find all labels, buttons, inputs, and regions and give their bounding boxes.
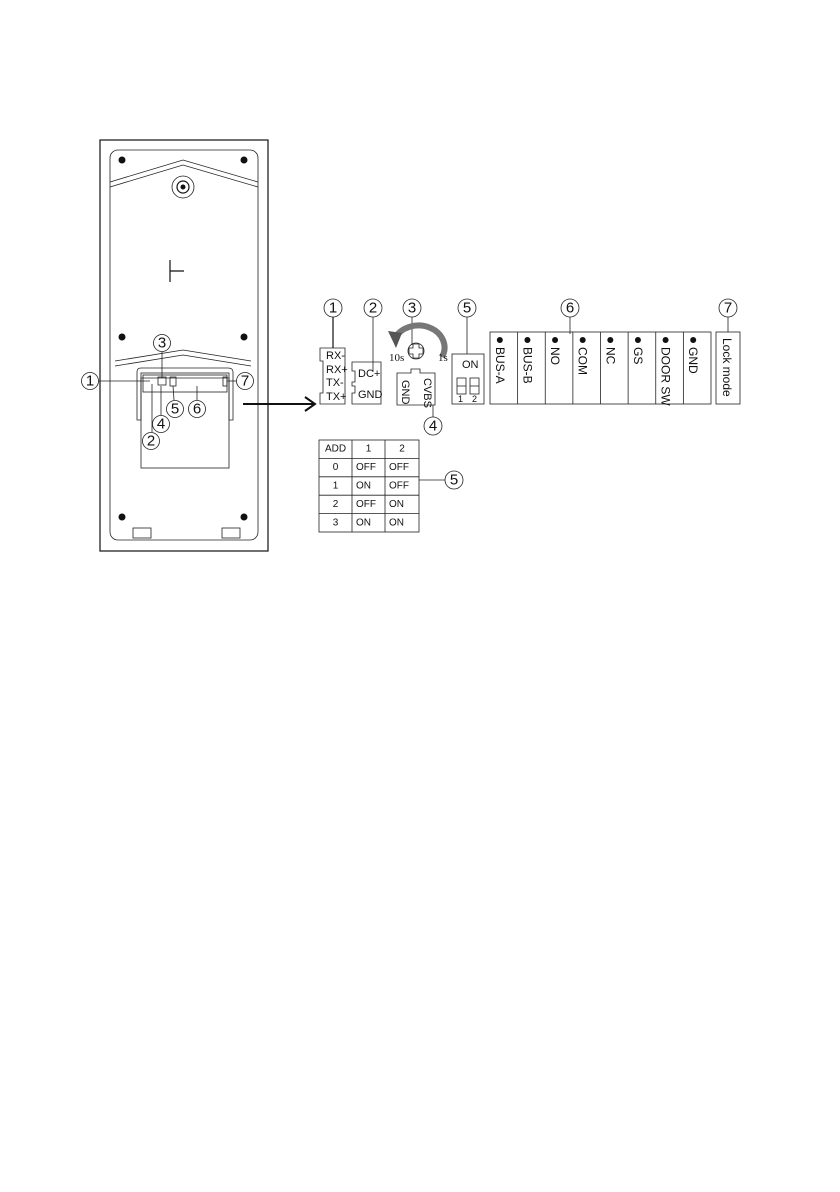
terminal-screw-icon	[690, 337, 697, 343]
terminal-no: NO	[548, 347, 562, 365]
pin-tx-minus: TX-	[326, 377, 344, 389]
terminal-com: COM	[576, 347, 590, 375]
time-10s: 10s	[389, 352, 404, 364]
pin-rx-minus: RX-	[326, 350, 345, 362]
callout-1-detail: 1	[329, 300, 337, 317]
table-cell: ON	[389, 517, 404, 528]
lock-mode-label: Lock mode	[720, 338, 734, 397]
terminal-screw-icon	[524, 337, 531, 343]
table-cell: OFF	[389, 481, 409, 492]
table-cell: 1	[333, 481, 339, 492]
table-cell: ON	[356, 481, 371, 492]
table-header-cell: ADD	[325, 444, 346, 455]
rotate-arrow-icon	[392, 322, 448, 359]
table-cell: OFF	[356, 462, 376, 473]
device-back-view: 1 3 2 4 5 6 7	[81, 139, 269, 552]
table-cell: OFF	[356, 499, 376, 510]
arrow-icon	[243, 396, 317, 412]
callout-2: 2	[147, 433, 155, 450]
callout-1: 1	[86, 373, 94, 390]
terminal-nc: NC	[603, 347, 617, 365]
foot-left	[132, 527, 152, 539]
callout-4: 4	[157, 416, 165, 433]
screw-icons	[118, 156, 248, 521]
table-cell: 3	[333, 517, 339, 528]
terminal-screw-icon	[662, 337, 669, 343]
terminal-door-sw: DOOR SW	[659, 347, 673, 406]
terminal-cavity	[140, 372, 230, 469]
dip-2-label: 2	[472, 394, 477, 404]
table-cell: ON	[356, 517, 371, 528]
callout-3-detail: 3	[408, 300, 416, 317]
terminal-screw-icon	[634, 337, 641, 343]
callout-7: 7	[241, 373, 249, 390]
callout-5-table: 5	[450, 472, 458, 489]
terminal-block: 6 BUS-A BUS-B NO COM NC GS DOOR SW GND	[489, 298, 712, 406]
pin-cvbs: CVBS	[421, 378, 433, 408]
camera-icon	[171, 175, 195, 199]
foot-right	[221, 527, 241, 539]
terminal-gs: GS	[631, 347, 645, 364]
terminal-gnd: GND	[686, 347, 700, 374]
table-cell: 0	[333, 462, 339, 473]
callout-6: 6	[193, 401, 201, 418]
device-outer-frame	[99, 139, 269, 552]
knob-icon	[407, 342, 425, 360]
connector-1: 1 RX- RX+ TX- TX+	[319, 298, 348, 405]
callout-6-detail: 6	[566, 300, 574, 317]
device-panel	[109, 149, 259, 541]
table-cell: OFF	[389, 462, 409, 473]
lock-mode: 7 Lock mode	[715, 298, 741, 405]
pin-gnd: GND	[358, 389, 383, 401]
pin-rx-plus: RX+	[326, 364, 348, 376]
callout-7-detail: 7	[724, 300, 732, 317]
table-header-cell: 2	[399, 444, 405, 455]
pin-dc-plus: DC+	[358, 368, 380, 380]
terminal-screw-icon	[607, 337, 614, 343]
potentiometer: 3 10s 1s	[388, 298, 448, 364]
dip-1-label: 1	[458, 394, 463, 404]
time-1s: 1s	[438, 352, 448, 364]
pin-tx-plus: TX+	[326, 391, 346, 403]
connector-4: GND CVBS 4	[396, 368, 443, 436]
dip-switch: 5 ON 1 2	[451, 298, 485, 405]
callout-2-detail: 2	[369, 300, 377, 317]
terminal-screw-icon	[579, 337, 586, 343]
callout-5-detail: 5	[463, 300, 471, 317]
terminal-screw-icon	[496, 337, 503, 343]
callout-3: 3	[158, 335, 166, 352]
terminal-screw-icon	[552, 337, 559, 343]
callout-5: 5	[171, 401, 179, 418]
dip-on-label: ON	[462, 359, 479, 371]
table-header-cell: 1	[366, 444, 372, 455]
table-cell: 2	[333, 499, 339, 510]
connector-2: 2 DC+ GND	[351, 298, 383, 405]
mount-mark-icon	[169, 260, 184, 282]
callout-4-detail: 4	[429, 418, 437, 435]
table-cell: ON	[389, 499, 404, 510]
pin-gnd-video: GND	[399, 380, 411, 405]
terminal-bus-b: BUS-B	[520, 347, 534, 384]
terminal-bus-a: BUS-A	[493, 347, 507, 384]
